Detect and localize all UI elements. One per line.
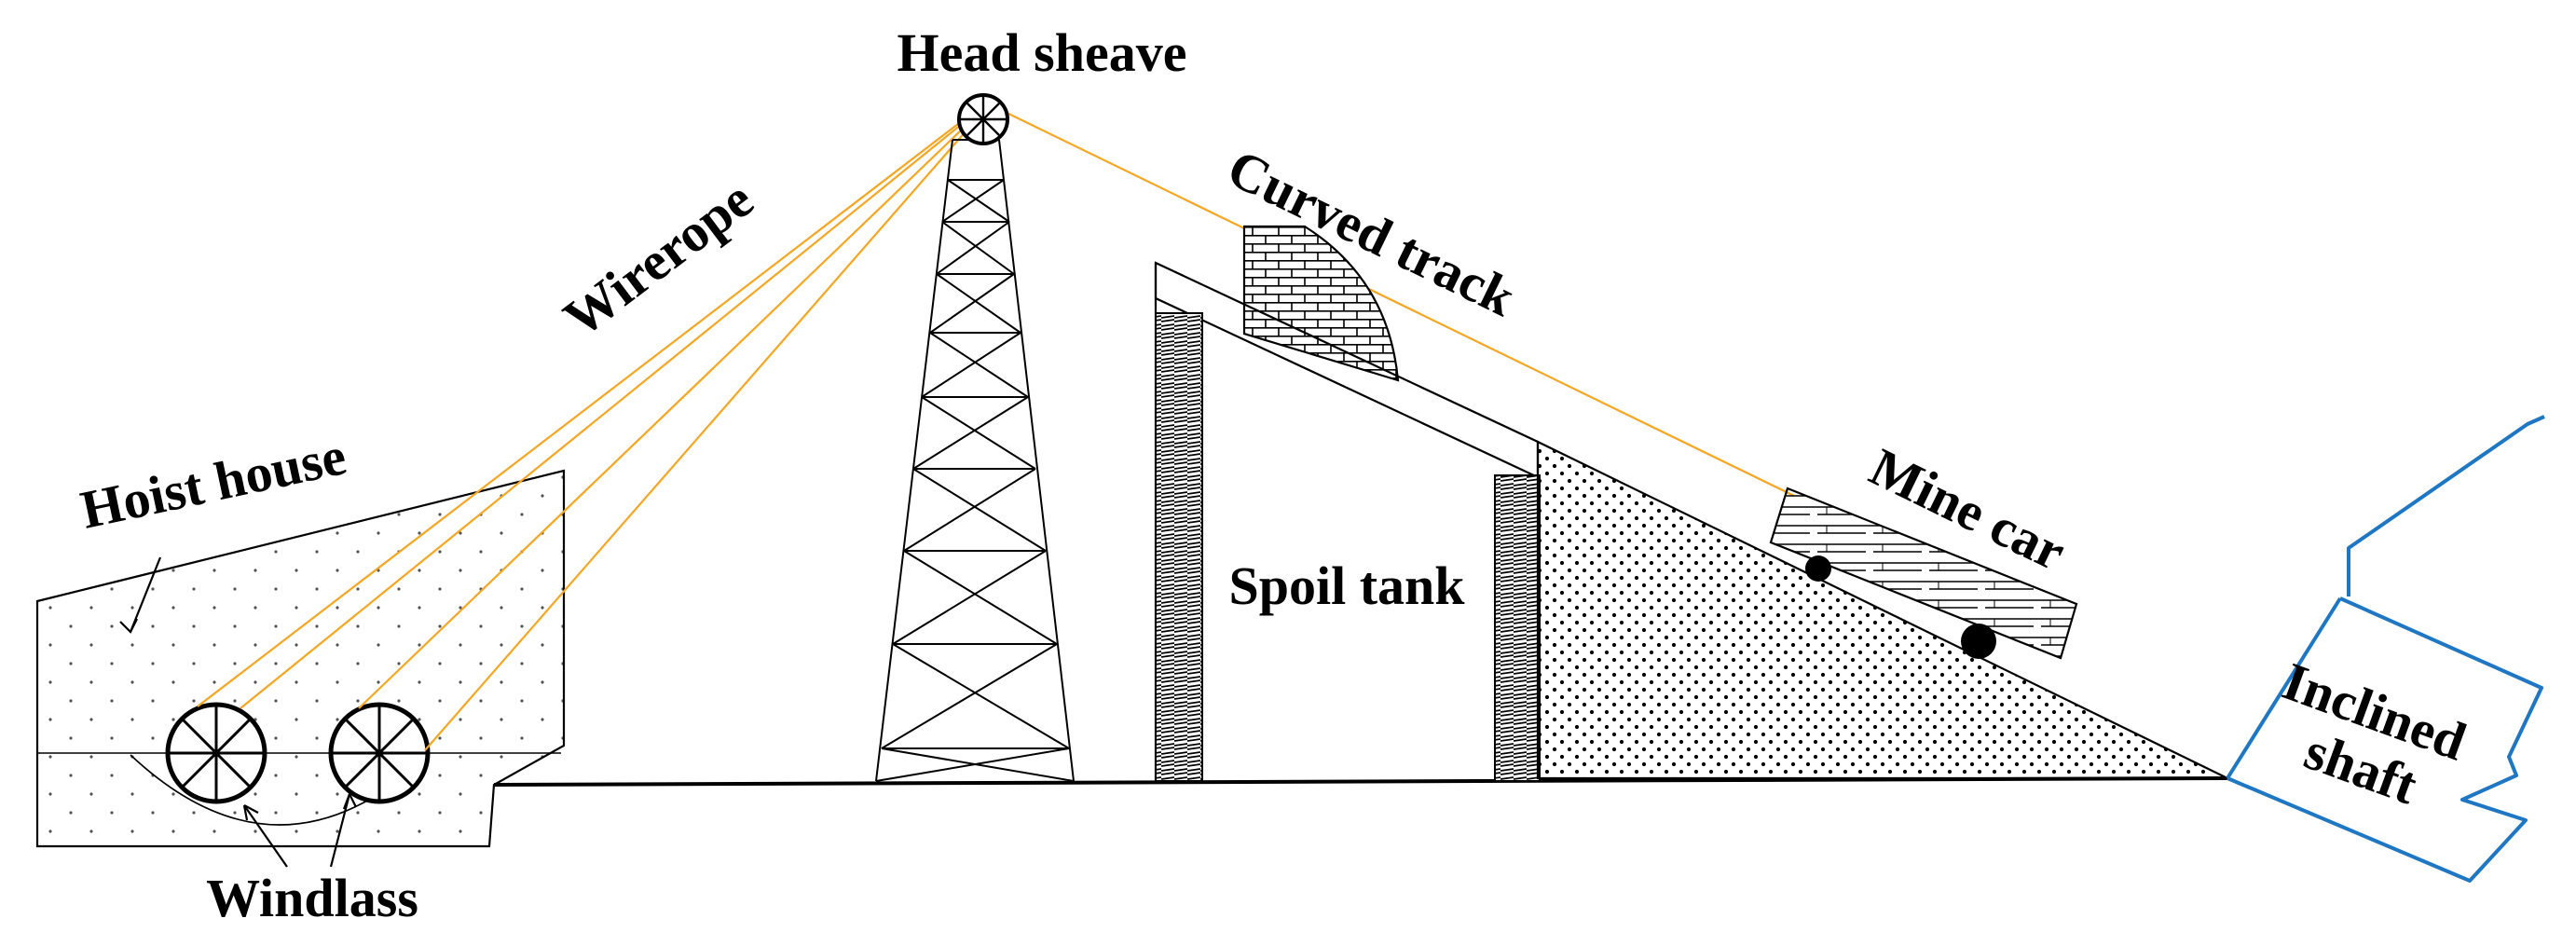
inclined-shaft [2226,415,2545,883]
hoist-house-arrow [119,556,162,634]
spoil-tank-label: Spoil tank [1228,555,1465,616]
head-sheave [957,93,1009,145]
wirerope-label: Wirerope [553,169,764,349]
mine-car [1769,487,2078,660]
windlass-drum-left [165,702,267,804]
head-sheave-label: Head sheave [897,22,1187,83]
hoist-house-label: Hoist house [75,425,351,541]
ground-line [493,776,2228,787]
windlass-label: Windlass [206,868,418,928]
spoil-tank [1154,261,1541,782]
windlass-drum-right [328,702,431,804]
windlass-arrows [242,793,357,868]
wirerope-lines [197,102,1795,751]
headframe-tower [875,139,1075,782]
spoil-heap [1536,440,2228,780]
